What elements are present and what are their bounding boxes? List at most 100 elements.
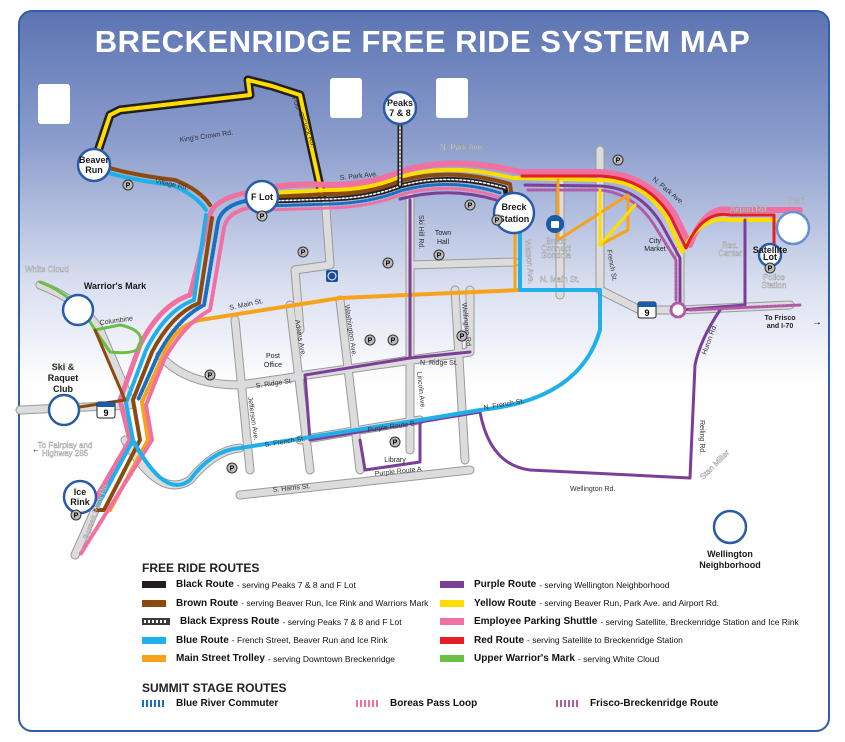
legend-swatch <box>440 581 464 588</box>
legend-swatch <box>142 700 166 707</box>
parking-icon <box>382 257 394 269</box>
red-route-line <box>520 174 776 250</box>
svg-text:Hall: Hall <box>437 239 450 246</box>
svg-text:Wellington Rd.: Wellington Rd. <box>570 486 615 493</box>
station-ski-racquet <box>47 393 81 427</box>
svg-text:Highway 285: Highway 285 <box>42 449 89 458</box>
svg-text:→: → <box>812 317 822 328</box>
legend-route-desc: - serving Downtown Breckenridge <box>267 653 396 664</box>
station-label: Station <box>499 214 530 224</box>
svg-text:Library: Library <box>384 457 406 464</box>
purple-route-line <box>523 183 747 312</box>
legend-route-desc: - serving Peaks 7 & 8 and F Lot <box>282 616 402 627</box>
parking-label: P <box>386 261 391 268</box>
parking-label: P <box>230 466 235 473</box>
brown-route-line <box>93 216 214 512</box>
legend-swatch <box>440 599 464 607</box>
summit-stage-heading: SUMMIT STAGE ROUTES <box>142 681 287 695</box>
parking-icon <box>612 154 624 166</box>
station-label: Ski & <box>52 362 75 372</box>
parking-icon <box>387 334 399 346</box>
station-label: Wellington <box>707 549 753 559</box>
parking-icon <box>364 334 376 346</box>
svg-text:Post: Post <box>266 353 280 360</box>
station-label: Club <box>53 384 73 394</box>
station-label: Warrior's Mark <box>84 281 147 291</box>
station-label: 7 & 8 <box>389 108 411 118</box>
svg-text:Watson Ave.: Watson Ave. <box>523 239 536 284</box>
parking-icon <box>226 462 238 474</box>
stations <box>47 90 811 545</box>
svg-text:S. Park Ave.: S. Park Ave. <box>339 171 378 182</box>
station-label: Run <box>85 165 103 175</box>
svg-text:9: 9 <box>644 308 649 318</box>
station-label: Breck <box>501 202 527 212</box>
legend-route-desc: - serving Beaver Run, Ice Rink and Warri… <box>241 598 429 608</box>
summit-legend-item: Frisco-Breckenridge Route <box>556 698 721 709</box>
svg-text:Breck: Breck <box>546 237 567 246</box>
legend-item: Black Route- serving Peaks 7 & 8 and F L… <box>142 579 356 590</box>
legend-route-name: Upper Warrior's Mark <box>474 653 575 664</box>
station-label: White Cloud <box>25 265 69 274</box>
info-icon <box>327 271 337 281</box>
parking-icon <box>456 330 468 342</box>
routes <box>38 75 803 557</box>
free-ride-heading: FREE RIDE ROUTES <box>142 561 260 575</box>
boreas-pass-loop-line <box>263 186 500 212</box>
svg-text:Reiling Rd.: Reiling Rd. <box>698 420 705 454</box>
blank-box <box>436 78 468 118</box>
legend-route-name: Blue River Commuter <box>176 698 279 709</box>
station-label: Ice <box>74 487 87 497</box>
blue-route-line <box>131 213 602 487</box>
summit-legend-item: Boreas Pass Loop <box>356 698 480 709</box>
legend-swatch <box>142 581 166 588</box>
parking-icon <box>464 199 476 211</box>
highway-9-shield-icon: 9 <box>637 301 657 319</box>
legend-route-name: Brown Route <box>176 597 239 609</box>
parking-label: P <box>368 338 373 345</box>
parking-label: P <box>460 334 465 341</box>
legend-swatch <box>440 636 464 644</box>
purple-route-line <box>303 198 722 480</box>
svg-text:and I-70: and I-70 <box>767 323 794 330</box>
svg-text:Town: Town <box>435 230 451 237</box>
purple-route-line <box>398 191 498 202</box>
boreas-pass-loop-line <box>78 205 257 557</box>
svg-text:Rec.: Rec. <box>722 241 738 250</box>
svg-text:N. French St.: N. French St. <box>483 398 525 412</box>
legend-route-name: Yellow Route <box>474 597 537 609</box>
parking-label: P <box>495 218 500 225</box>
blue-route-line <box>96 213 208 507</box>
station-label: Neighborhood <box>699 560 761 570</box>
legend-route-name: Boreas Pass Loop <box>390 698 478 709</box>
legend-item: Black Express Route- serving Peaks 7 & 8… <box>142 616 402 627</box>
legend-swatch <box>142 655 166 662</box>
svg-text:S. French St.: S. French St. <box>264 436 305 449</box>
legend-route-name: Blue Route <box>176 634 229 646</box>
gondola-icon <box>551 221 559 228</box>
svg-text:Police: Police <box>763 273 785 282</box>
svg-text:N. Park Ave.: N. Park Ave. <box>440 143 484 152</box>
svg-text:To Frisco: To Frisco <box>765 315 796 322</box>
station-label: Peaks <box>387 98 413 108</box>
svg-text:N. Main St.: N. Main St. <box>540 275 580 284</box>
svg-text:Station: Station <box>762 281 787 290</box>
legend-route-desc: - serving Satellite, Breckenridge Statio… <box>600 616 799 627</box>
parking-icon <box>256 210 268 222</box>
station-wellington <box>712 509 748 545</box>
yellow-route-line <box>598 188 637 247</box>
legend-item: Blue Route- French Street, Beaver Run an… <box>142 635 388 646</box>
svg-text:City: City <box>649 238 662 245</box>
svg-text:N. Ridge St.: N. Ridge St. <box>420 360 458 367</box>
map-title: BRECKENRIDGE FREE RIDE SYSTEM MAP <box>94 24 751 59</box>
station-label: Beaver <box>79 155 110 165</box>
legend-route-desc: - serving White Cloud <box>577 653 660 664</box>
legend-route-desc: - serving Wellington Neighborhood <box>539 579 670 590</box>
legend-route-name: Black Route <box>176 579 234 590</box>
parking-label: P <box>468 203 473 210</box>
svg-text:Center: Center <box>718 249 742 258</box>
svg-text:Market: Market <box>644 246 665 253</box>
legend-route-name: Main Street Trolley <box>176 653 265 664</box>
